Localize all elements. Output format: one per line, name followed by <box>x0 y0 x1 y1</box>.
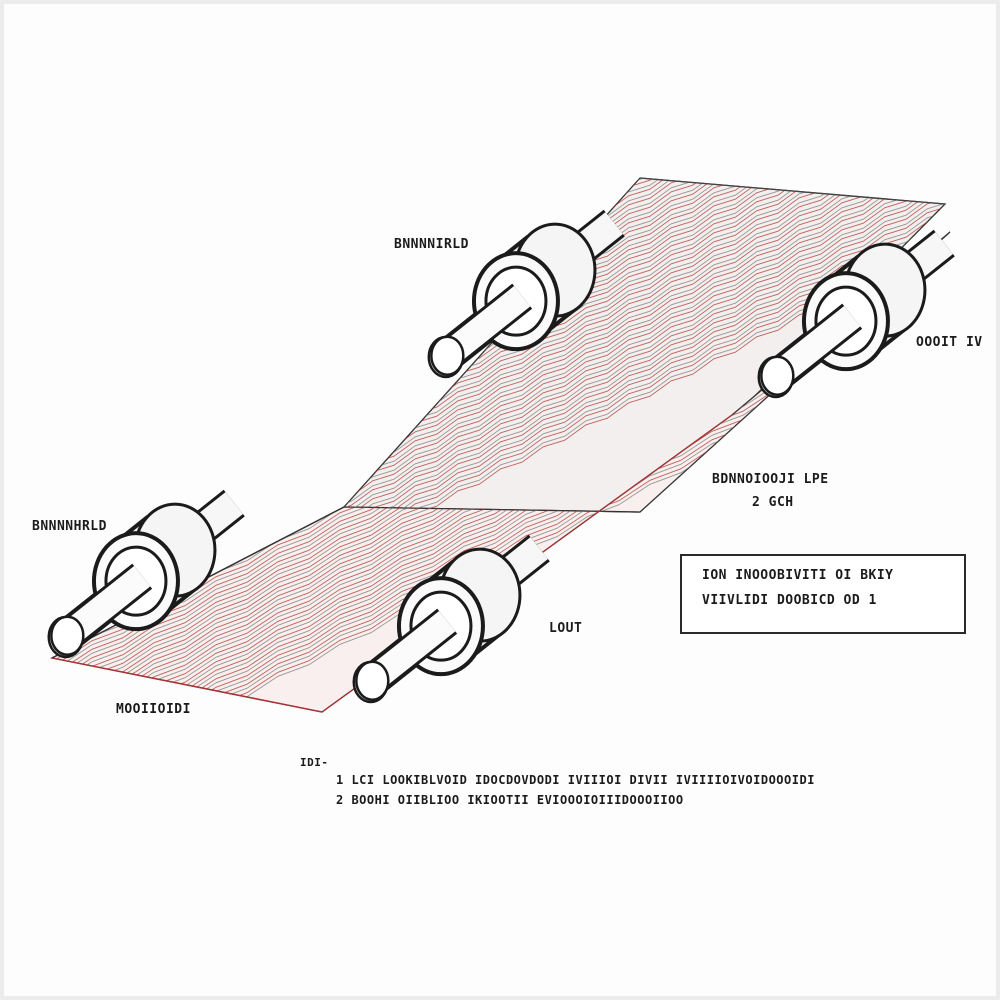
mesh-strand <box>344 178 945 475</box>
notes-heading: IDI- <box>300 756 329 769</box>
mesh-strand <box>344 178 945 502</box>
mesh-belt <box>50 177 951 713</box>
mesh-strand <box>344 186 945 512</box>
mesh-strand <box>344 181 945 512</box>
mesh-strand <box>344 178 945 506</box>
conveyor-belt-drawing <box>47 177 955 713</box>
mesh-strand <box>344 178 945 493</box>
notes-line1: 1 LCI LOOKIBLVOID IDOCDOVDODI IVIIIOI DI… <box>336 773 815 787</box>
note-box: ION INOOOBIVITI OI BKIY VIIVLIDI DOOBICD… <box>680 554 966 634</box>
mesh-strand <box>344 178 945 488</box>
mesh-strand <box>344 178 945 484</box>
mesh-strand <box>344 178 945 479</box>
label-dimension-line2: 2 GCH <box>752 495 794 510</box>
mesh-strand <box>344 178 945 511</box>
label-dimension-line1: BDNNOIOOJI LPE <box>712 472 829 487</box>
roller-shaft-tip <box>760 355 795 396</box>
roller-top-left <box>427 209 625 379</box>
label-roller-bottom-right: LOUT <box>549 621 583 636</box>
mesh-strand <box>344 178 945 497</box>
drawing-sheet: BNNNNIRLD OOOIT IV BNNNNHRLD LOUT MOOIIO… <box>4 4 996 996</box>
belt-edge-front <box>51 657 323 713</box>
notes-block: IDI- 1 LCI LOOKIBLVOID IDOCDOVDODI IVIII… <box>300 756 815 807</box>
roller-bottom-right <box>352 534 550 704</box>
label-sheet-edge: MOOIIOIDI <box>116 702 191 717</box>
note-box-line1: ION INOOOBIVITI OI BKIY <box>702 568 894 583</box>
roller-shaft-tip <box>355 660 390 701</box>
roller-shaft-tip <box>430 335 465 376</box>
label-roller-top-right: OOOIT IV <box>916 335 983 350</box>
notes-line2: 2 BOOHI OIIBLIOO IKIOOTII EVIOOOIOIIIDOO… <box>336 793 684 807</box>
roller-bottom-left <box>47 489 245 659</box>
belt-edge-top <box>639 177 946 205</box>
roller-shaft-tip <box>50 615 85 656</box>
label-roller-top-left: BNNNNIRLD <box>394 237 469 252</box>
label-roller-bottom-left: BNNNNHRLD <box>32 519 107 534</box>
note-box-line2: VIIVLIDI DOOBICD OD 1 <box>702 593 877 608</box>
roller-top-right <box>757 229 955 399</box>
